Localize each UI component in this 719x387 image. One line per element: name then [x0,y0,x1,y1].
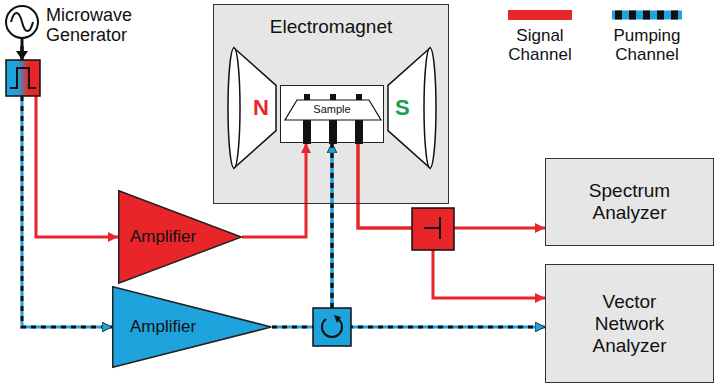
node-label: Electromagnet [270,16,393,38]
connector-path [332,143,545,327]
splitter-symbol [10,68,36,88]
connector-path [272,143,332,327]
contact-pad [304,94,310,100]
node-label: Spectrum Analyzer [570,180,690,224]
circulator-arrow [334,315,341,323]
network-analyzer-box: Vector Network Analyzer [545,264,714,383]
arrowhead [16,51,28,60]
spectrum-analyzer-box: Spectrum Analyzer [545,158,714,246]
legend-swatch [508,10,572,20]
node-label: Microwave Generator [46,5,152,45]
microwave-generator: Microwave Generator [4,4,154,46]
node-label: Vector Network Analyzer [580,291,680,357]
node-label: Amplifier [130,227,196,247]
signal-splitter [412,208,454,250]
connector-path [242,143,306,237]
circulator-symbol [322,319,342,337]
pumping-line [272,143,332,327]
connector-head-carrier [272,143,332,327]
generator-output-wire [21,38,24,53]
contact-pad [303,120,311,144]
node-label: Sample [313,103,350,116]
contact-pad [355,120,363,144]
sample-outline [285,100,381,120]
sample: Sample [280,85,384,143]
circulator [313,308,351,346]
sine-symbol [11,13,33,31]
magnet-pole: N [226,45,276,171]
node-label: N [253,96,269,120]
magnet-pole: S [388,45,438,171]
amplifier-triangle: Amplifier [118,190,242,284]
amplifier-outline [113,287,272,368]
generator-circle [6,6,38,38]
legend-pump-sample [612,11,682,20]
node-label: Amplifier [130,317,196,337]
pole-back [424,48,436,168]
contact-pad [330,94,336,100]
power-splitter [6,60,40,96]
pole-back [228,48,240,168]
amplifier-outline [119,191,242,284]
connector-path [358,143,545,298]
legend-label: Signal Channel [500,26,580,64]
splitter-symbol [424,217,440,239]
connector-dash [272,143,332,327]
signal-line [242,143,306,237]
contact-pad [356,94,362,100]
connector-head-carrier [332,143,545,327]
amplifier-triangle: Amplifier [112,286,272,368]
signal-line [358,143,545,298]
node-label: S [395,96,410,120]
legend-label: Pumping Channel [602,26,692,64]
connector-dash [332,143,545,327]
pumping-line [332,143,545,327]
contact-pad [329,120,337,144]
legend-pump-sample [612,11,682,20]
electromagnet-box: ElectromagnetN Sample S [213,4,449,204]
